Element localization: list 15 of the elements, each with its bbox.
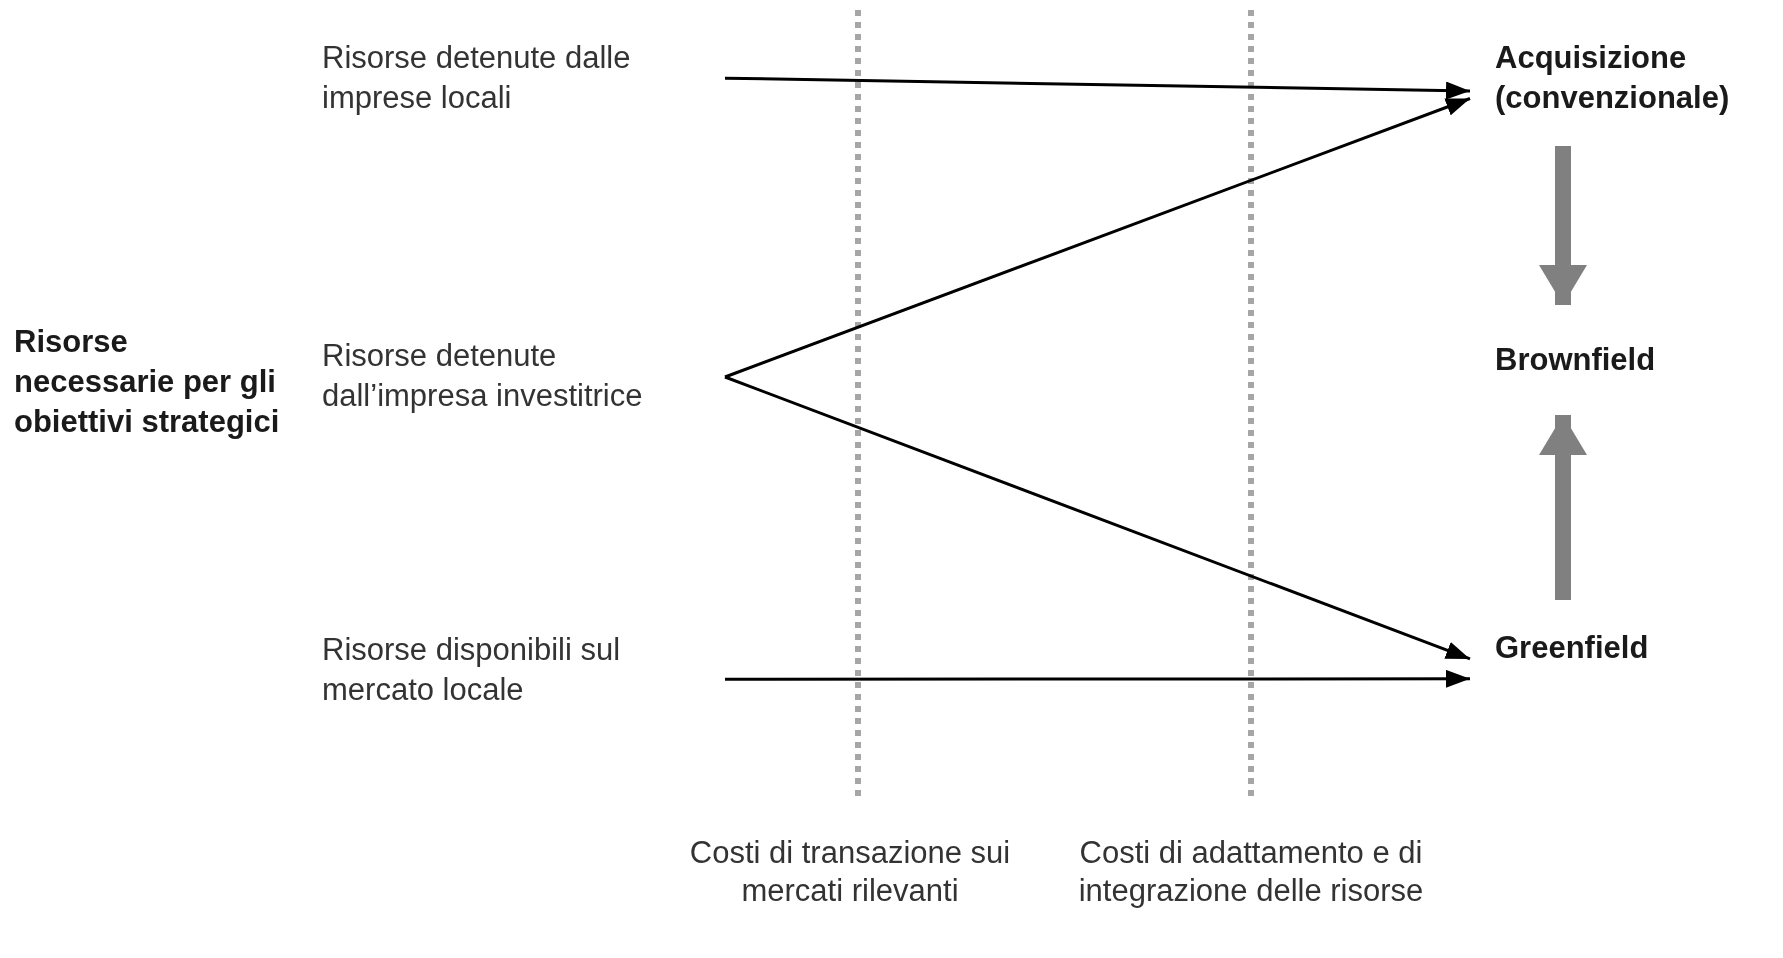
arrow bbox=[725, 669, 1470, 688]
node-label: Risorse detenute dall’impresa investitrice bbox=[322, 337, 644, 415]
arrow bbox=[724, 97, 1471, 379]
axis-label: Costi di transazione sui mercati rilevanti bbox=[688, 834, 1012, 910]
node-label: Acquisizione (convenzionale) bbox=[1495, 39, 1731, 117]
axis-label: Costi di adattamento e di integrazione delle risorse bbox=[1077, 834, 1425, 910]
arrow bbox=[724, 76, 1471, 100]
arrow bbox=[1539, 146, 1587, 305]
arrow bbox=[1539, 415, 1587, 600]
node-label: Brownfield bbox=[1495, 341, 1657, 379]
node-label: Risorse detenute dalle imprese locali bbox=[322, 39, 632, 117]
node-label: Risorse necessarie per gli obiettivi strategici bbox=[14, 323, 281, 441]
node-label: Greenfield bbox=[1495, 628, 1650, 667]
node-label: Risorse disponibili sul mercato locale bbox=[322, 631, 622, 709]
arrow bbox=[724, 375, 1471, 661]
